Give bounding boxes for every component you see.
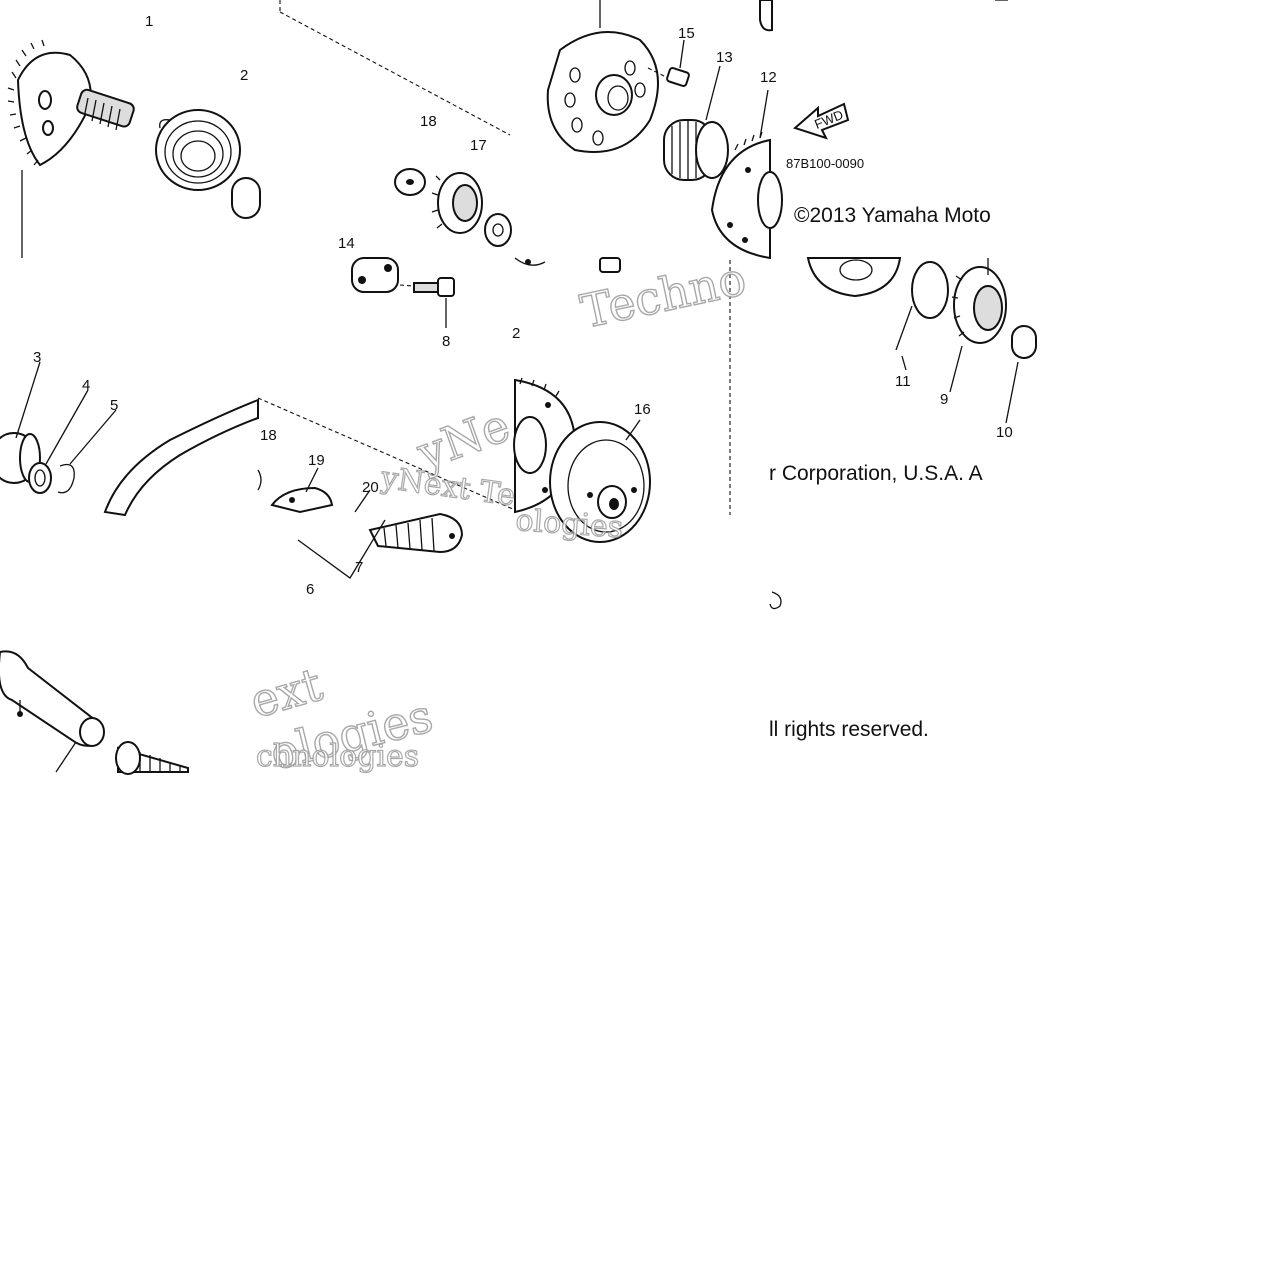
copyright-line-2: r Corporation, U.S.A. A	[769, 462, 983, 485]
watermark-yne: yNe	[409, 398, 516, 481]
callout-9: 9	[940, 391, 948, 408]
kick-gear-assembly	[7, 39, 135, 258]
callout-13: 13	[716, 49, 733, 66]
primary-gear-12	[710, 89, 783, 260]
callout-18: 18	[420, 113, 437, 130]
washer-18	[394, 168, 426, 196]
callout-11: 11	[895, 373, 911, 390]
copyright-line-1: ©2013 Yamaha Moto	[794, 204, 991, 227]
bolt-8	[399, 277, 455, 328]
washer-pair	[484, 213, 512, 247]
watermark-ologies-1: ologies	[514, 503, 624, 545]
callout-17: 17	[470, 137, 487, 154]
washer-4	[28, 389, 89, 494]
callout-19: 19	[308, 452, 325, 469]
text-fragment	[769, 591, 782, 610]
pin-11	[895, 261, 949, 371]
circlip-5	[57, 409, 117, 494]
corner-fragment	[759, 0, 1008, 32]
callout-14: 14	[338, 235, 355, 252]
kick-shaft	[0, 650, 189, 775]
upper-mid-fragments	[514, 257, 621, 273]
callout-1: 1	[145, 13, 153, 30]
callout-10: 10	[996, 424, 1013, 441]
cone-gear-9	[949, 258, 1007, 393]
bolt-15	[647, 39, 690, 87]
callout-12: 12	[760, 69, 777, 86]
callout-8: 8	[442, 333, 450, 350]
callout-6: 6	[306, 581, 314, 598]
watermarks: Techno yNext Te yNe ologies ext ologies …	[243, 251, 751, 782]
callout-16: 16	[634, 401, 651, 418]
kick-spring	[155, 109, 261, 219]
kick-pedal-7	[368, 512, 464, 554]
callout-7: 7	[355, 559, 363, 576]
lever-parts-19-20	[257, 467, 371, 514]
watermark-chnologies: chnologies	[256, 739, 419, 774]
pin-10	[1005, 325, 1037, 424]
callout-5: 5	[110, 397, 118, 414]
gear-17	[431, 172, 483, 234]
callout-20: 20	[362, 479, 379, 496]
callout-3: 3	[33, 349, 41, 366]
callout-15: 15	[678, 25, 695, 42]
callout-2b: 2	[512, 325, 520, 342]
callout-2: 2	[240, 67, 248, 84]
callout-4: 4	[82, 377, 90, 394]
housing-fragment	[806, 257, 902, 298]
callout-labels: 1 2 18 17 14 8 15 13 12 2 3 4 5 18 19 20…	[33, 13, 1013, 598]
kick-lever-arm	[103, 398, 259, 517]
callout-18b: 18	[260, 427, 277, 444]
part-code: 87B100-0090	[786, 156, 864, 171]
fwd-arrow-badge: FWD	[793, 102, 850, 140]
bracket-14	[351, 257, 399, 293]
copyright-line-3: ll rights reserved.	[769, 718, 929, 741]
bracket-callout-6-7	[297, 519, 386, 579]
needle-bearing-13	[663, 65, 729, 181]
pulley-16	[549, 419, 651, 543]
dashed-guide-lines	[257, 0, 516, 511]
pressure-plate	[546, 0, 659, 153]
